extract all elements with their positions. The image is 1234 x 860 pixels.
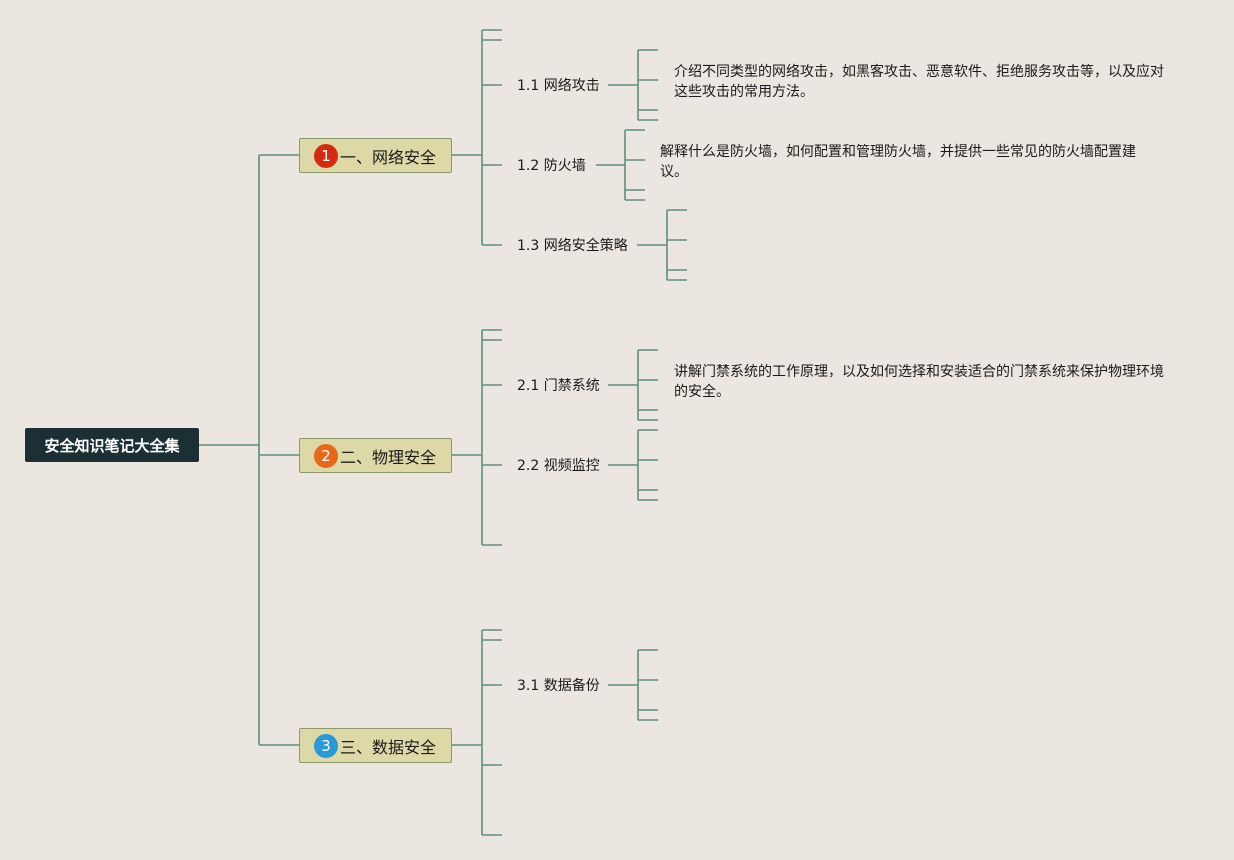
topic-label: 二、物理安全 xyxy=(340,447,437,467)
subtopic-network-attack[interactable]: 1.1 网络攻击 xyxy=(517,78,600,94)
description-access-control[interactable]: 讲解门禁系统的工作原理，以及如何选择和安装适合的门禁系统来保护物理环境的安全。 xyxy=(674,364,1164,400)
subtopic-network-security-policy[interactable]: 1.3 网络安全策略 xyxy=(517,238,628,254)
topic-label: 三、数据安全 xyxy=(340,737,437,757)
subtopic-firewall[interactable]: 1.2 防火墙 xyxy=(517,158,586,174)
subtopic-data-backup[interactable]: 3.1 数据备份 xyxy=(517,678,600,694)
description-firewall[interactable]: 解释什么是防火墙，如何配置和管理防火墙，并提供一些常见的防火墙配置建议。 xyxy=(660,144,1136,180)
root-topic[interactable]: 安全知识笔记大全集 xyxy=(25,428,199,462)
number-2-icon: 2 xyxy=(314,443,338,468)
subtopic-video-surveillance[interactable]: 2.2 视频监控 xyxy=(517,458,600,474)
topic-label: 一、网络安全 xyxy=(340,147,437,167)
subtopic-access-control[interactable]: 2.1 门禁系统 xyxy=(517,378,600,394)
topic-physical-security[interactable]: 2 二、物理安全 xyxy=(299,438,452,473)
number-1-icon: 1 xyxy=(314,143,338,168)
topic-network-security[interactable]: 1 一、网络安全 xyxy=(299,138,452,173)
number-3-icon: 3 xyxy=(314,733,338,758)
topic-data-security[interactable]: 3 三、数据安全 xyxy=(299,728,452,763)
description-network-attack[interactable]: 介绍不同类型的网络攻击，如黑客攻击、恶意软件、拒绝服务攻击等，以及应对这些攻击的… xyxy=(674,64,1164,100)
